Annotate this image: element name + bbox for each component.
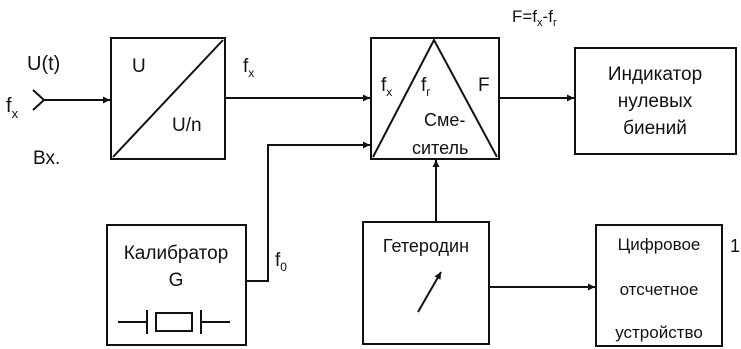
- mixer-input-x-label: fx: [381, 75, 392, 99]
- mixer-formula: F=fx-fг: [512, 7, 557, 29]
- counter-line3: устройство: [615, 323, 703, 342]
- calibrator-line1: Калибратор: [124, 243, 229, 264]
- calibrator-output-freq-label: f0: [275, 250, 287, 274]
- indicator-line3: биений: [623, 118, 687, 139]
- counter-block: [595, 224, 723, 347]
- mixer-name-line2: ситель: [412, 138, 468, 158]
- mixer-block: [370, 37, 500, 160]
- oscillator-label: Гетеродин: [383, 236, 469, 256]
- input-signal-label: U(t): [27, 53, 60, 75]
- indicator-line1: Индикатор: [608, 64, 702, 85]
- counter-line2: отсчетное: [620, 280, 699, 299]
- indicator-line2: нулевых: [618, 91, 693, 112]
- mixer-triangle: [372, 37, 498, 158]
- crystal-resonator-icon: [118, 310, 230, 334]
- input-connector-icon: [32, 89, 46, 111]
- divider-top-label: U: [132, 56, 146, 77]
- counter-line1: Цифровое: [618, 235, 701, 254]
- tuning-arrow-icon: [417, 271, 442, 313]
- indicator-block: [574, 47, 737, 155]
- divider-output-freq-label: fx: [243, 56, 254, 80]
- input-label: Вх.: [33, 148, 60, 169]
- mixer-output-label: F: [478, 75, 490, 96]
- calibrator-line2: G: [169, 270, 184, 291]
- mixer-name-line1: Сме-: [424, 110, 465, 130]
- oscillator-block: [362, 221, 490, 345]
- divider-bottom-label: U/n: [172, 115, 202, 136]
- mixer-input-r-label: fг: [421, 75, 431, 99]
- calibrator-to-mixer-arrow: [246, 141, 370, 282]
- edge-number-mark: 1: [730, 236, 740, 256]
- divider-diagonal: [112, 39, 224, 158]
- input-freq-label: fx: [6, 95, 19, 121]
